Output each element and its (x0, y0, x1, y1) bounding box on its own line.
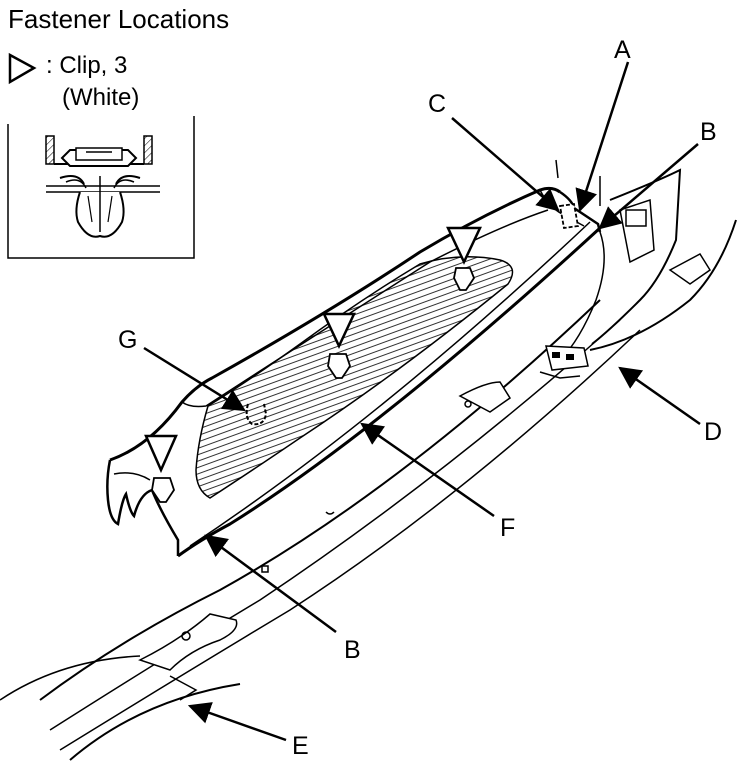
callout-a: A (614, 36, 631, 64)
rear-pillar (539, 168, 737, 379)
callout-g: G (118, 326, 138, 354)
leader-g (143, 346, 246, 412)
callout-c: C (428, 90, 447, 118)
clip-detail-inset (7, 116, 195, 259)
leader-b-bottom (204, 534, 337, 634)
callout-b-bottom: B (344, 636, 361, 664)
legend-clip-color: (White) (62, 84, 140, 111)
callout-d: D (704, 418, 723, 446)
clip-triangle-3-icon (144, 434, 178, 474)
legend-clip-label: : Clip, 3 (46, 52, 128, 79)
triangle-outline-icon (8, 52, 37, 85)
body-sill (0, 299, 641, 761)
clip-symbols (144, 202, 580, 503)
leader-d (618, 366, 701, 426)
clip-triangle-2-icon (322, 312, 356, 349)
leader-b-top (598, 143, 699, 230)
clip-triangle-1-icon (446, 226, 482, 265)
callout-e: E (292, 732, 309, 760)
leader-lines (143, 61, 701, 742)
callout-b-top: B (700, 118, 717, 146)
leader-c (451, 117, 560, 212)
callout-f: F (500, 514, 516, 542)
sill-trim-panel (106, 159, 602, 558)
page-title: Fastener Locations (8, 4, 230, 34)
leader-f (360, 422, 495, 518)
leader-e (187, 702, 287, 742)
leader-a (575, 61, 630, 213)
